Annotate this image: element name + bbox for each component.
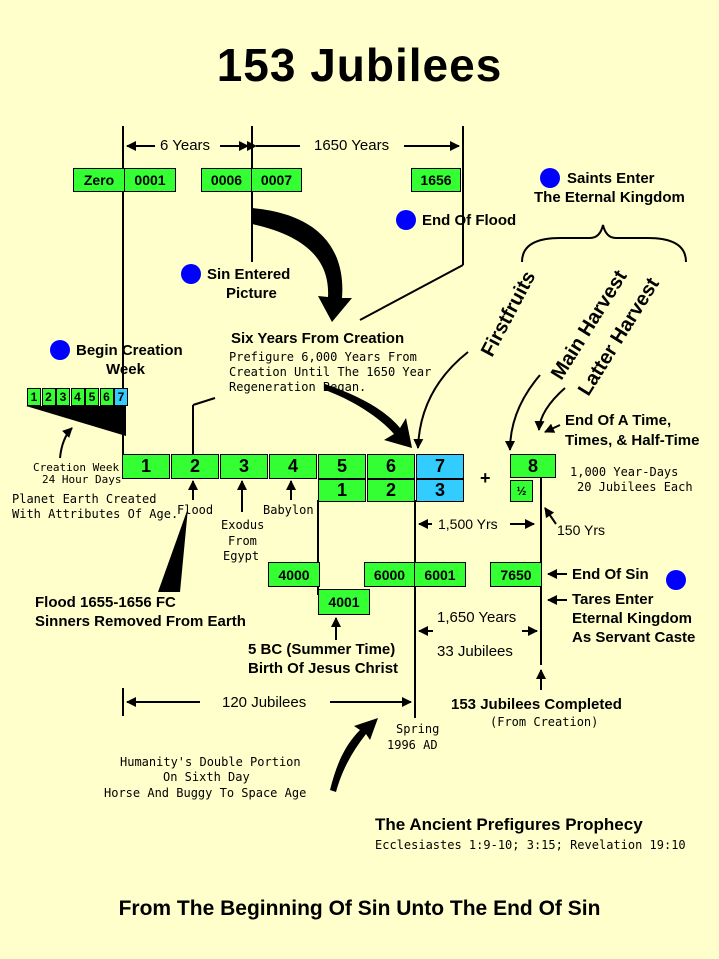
end-of-sin-label: End Of Sin [572, 566, 649, 583]
end-of-flood-label: End Of Flood [422, 212, 517, 229]
sin-entered-1: Sin Entered [207, 266, 291, 283]
begin-creation-1: Begin Creation [76, 342, 183, 359]
birth-christ-1: 5 BC (Summer Time) [248, 641, 396, 658]
span-1500-yrs: 1,500 Yrs [438, 516, 498, 532]
creation-week-1: Creation Week [33, 461, 120, 474]
span-120-jubilees: 120 Jubilees [222, 694, 307, 711]
end-time-1: End Of A Time, [565, 412, 672, 429]
prefigure-2: Creation Until The 1650 Year [229, 365, 432, 379]
end-time-2: Times, & Half-Time [565, 432, 700, 449]
box-eighth: 8 [510, 454, 556, 478]
saints-dot-icon [540, 168, 560, 188]
span-1650-years: 1650 Years [314, 137, 390, 154]
planet-earth-2: With Attributes Of Age. [12, 507, 179, 521]
exodus-1: Exodus [221, 518, 265, 532]
box-4000: 4000 [268, 562, 320, 587]
page-title: 153 Jubilees [216, 39, 503, 91]
millennium-box: 1 [122, 454, 170, 479]
from-creation: (From Creation) [490, 715, 599, 729]
box-0007: 0007 [251, 168, 302, 192]
regeneration-box: 2 [367, 479, 415, 502]
tares-3: As Servant Caste [572, 629, 696, 646]
flood-label: Flood [177, 503, 214, 517]
begin-creation-dot-icon [50, 340, 70, 360]
box-4001: 4001 [318, 589, 370, 615]
planet-earth-1: Planet Earth Created [12, 492, 157, 506]
end-flood-dot-icon [396, 210, 416, 230]
box-6001: 6001 [414, 562, 466, 587]
birth-christ-2: Birth Of Jesus Christ [248, 660, 399, 677]
span-33-jubilees: 33 Jubilees [437, 643, 513, 660]
exodus-3: Egypt [223, 549, 260, 563]
box-6000: 6000 [364, 562, 415, 587]
double-portion-2: On Sixth Day [163, 770, 250, 784]
spring-1: Spring [396, 722, 440, 736]
creation-day-box: 6 [99, 388, 114, 406]
jubilees-completed: 153 Jubilees Completed [451, 696, 622, 713]
creation-day-box: 2 [41, 388, 56, 406]
millennium-box: 5 [318, 454, 366, 479]
box-zero: Zero [73, 168, 125, 192]
plus-sign: + [480, 468, 491, 488]
ancient-prophecy: The Ancient Prefigures Prophecy [375, 815, 643, 834]
tares-2: Eternal Kingdom [572, 610, 693, 627]
creation-week-2: 24 Hour Days [42, 473, 122, 486]
box-half: ½ [510, 480, 533, 502]
flood-fc-2: Sinners Removed From Earth [35, 613, 246, 630]
year-days-2: 20 Jubilees Each [577, 480, 693, 494]
exodus-2: From [228, 534, 257, 548]
millennium-box: 7 [416, 454, 464, 479]
creation-day-box: 3 [56, 388, 70, 406]
millennium-box: 4 [269, 454, 317, 479]
millennium-box: 6 [367, 454, 415, 479]
end-of-sin-dot-icon [666, 570, 686, 590]
sin-entered-dot-icon [181, 264, 201, 284]
box-7650: 7650 [490, 562, 542, 587]
year-days-1: 1,000 Year-Days [570, 465, 679, 479]
box-0006: 0006 [201, 168, 252, 192]
box-1656: 1656 [411, 168, 461, 192]
scripture-refs: Ecclesiastes 1:9-10; 3:15; Revelation 19… [375, 838, 686, 852]
regeneration-box: 1 [318, 479, 366, 502]
creation-day-box: 4 [70, 388, 85, 406]
prefigure-1: Prefigure 6,000 Years From [229, 350, 417, 364]
box-0001: 0001 [124, 168, 176, 192]
saints-enter-2: The Eternal Kingdom [534, 189, 685, 206]
sin-entered-2: Picture [226, 285, 277, 302]
begin-creation-2: Week [106, 361, 145, 378]
footer-text: From The Beginning Of Sin Unto The End O… [118, 897, 601, 920]
creation-day-box: 7 [114, 388, 128, 406]
double-portion-1: Humanity's Double Portion [120, 755, 301, 769]
regeneration-box: 3 [416, 479, 464, 502]
six-years-from-creation: Six Years From Creation [231, 330, 405, 347]
span-1650-b: 1,650 Years [437, 609, 517, 626]
saints-enter-1: Saints Enter [567, 170, 655, 187]
span-six-years: 6 Years [160, 137, 211, 154]
creation-day-box: 1 [27, 388, 41, 406]
millennium-box: 2 [171, 454, 219, 479]
double-portion-3: Horse And Buggy To Space Age [104, 786, 307, 800]
spring-2: 1996 AD [387, 738, 438, 752]
millennium-box: 3 [220, 454, 268, 479]
babylon-label: Babylon [263, 503, 314, 517]
tares-1: Tares Enter [572, 591, 654, 608]
flood-fc-1: Flood 1655-1656 FC [35, 594, 176, 611]
prefigure-3: Regeneration Began. [229, 380, 367, 394]
creation-day-box: 5 [85, 388, 99, 406]
span-150-yrs: 150 Yrs [557, 522, 605, 538]
